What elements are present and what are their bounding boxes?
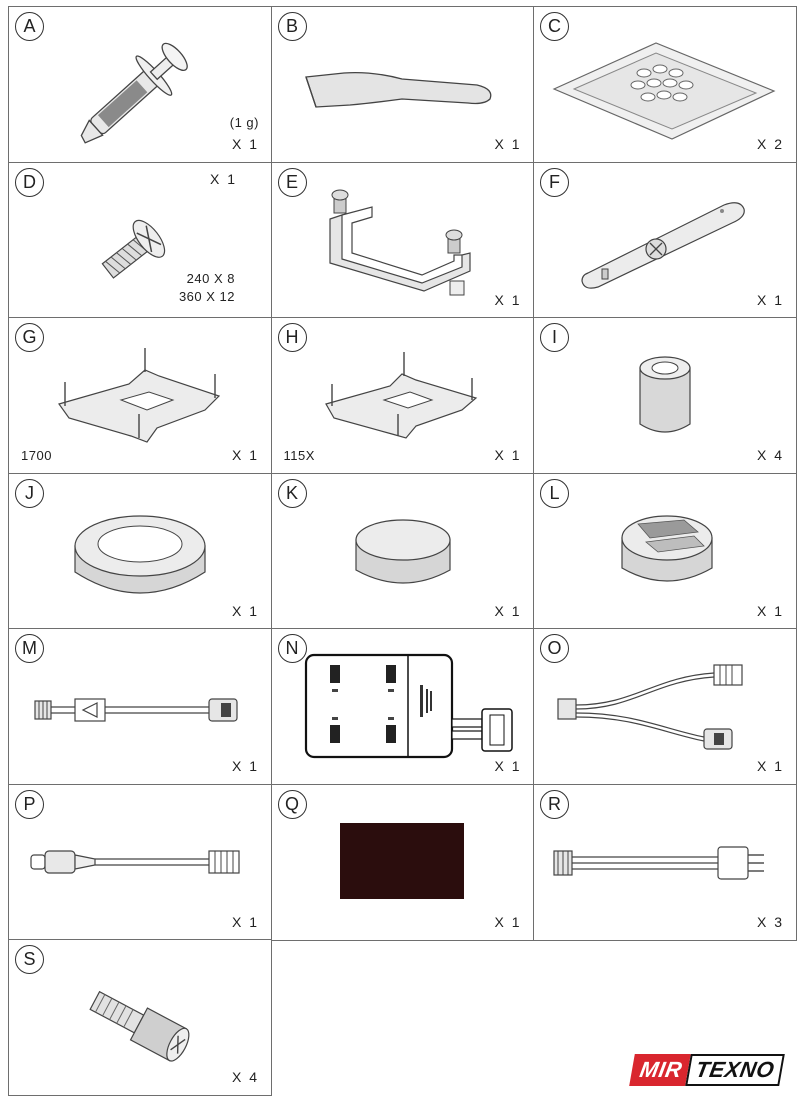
quantity: X 1 xyxy=(494,602,522,619)
part-cell-d: D X 1 240 X 8 360 X 12 xyxy=(8,161,272,319)
part-cell-c: C X 2 xyxy=(533,6,797,163)
quantity: X 4 xyxy=(756,447,784,463)
thumb-screw-icon xyxy=(89,990,190,1062)
quantity: X 1 xyxy=(756,602,784,619)
bracket-icon xyxy=(328,189,471,295)
parts-row: D X 1 240 X 8 360 X 12 E xyxy=(8,161,798,319)
part-letter: B xyxy=(277,12,307,41)
part-cell-n: N X 1 xyxy=(270,628,535,785)
screw-count-360: 360 X 12 xyxy=(178,288,235,304)
quantity: X 1 xyxy=(231,913,259,930)
part-letter: E xyxy=(277,167,307,197)
foam-pad-icon xyxy=(339,822,464,899)
part-letter: I xyxy=(540,323,569,352)
part-cell-f: F X 1 xyxy=(533,161,797,319)
quantity: X 1 xyxy=(494,136,522,152)
part-cell-r: R X 3 xyxy=(533,783,797,941)
parts-row: M X 1 N xyxy=(8,628,798,785)
quantity: X 4 xyxy=(231,1069,259,1085)
part-letter: M xyxy=(15,634,44,663)
parts-row: G 1700 X 1 H 115X xyxy=(8,317,798,474)
spatula-icon xyxy=(304,71,491,108)
socket-label: 115X xyxy=(283,448,315,463)
quantity: X 1 xyxy=(756,758,784,774)
quantity: X 3 xyxy=(756,913,784,930)
quantity: X 1 xyxy=(209,170,237,187)
part-cell-i: I X 4 xyxy=(533,317,797,474)
quantity: X 1 xyxy=(231,758,259,774)
parts-grid: A (1 g) X 1 B X 1 xyxy=(8,6,798,1096)
part-cell-h: H 115X X 1 xyxy=(270,317,535,474)
extension-cable-icon xyxy=(553,845,764,880)
part-cell-o: O X 1 xyxy=(533,628,797,785)
part-letter: J xyxy=(15,478,44,508)
part-letter: F xyxy=(540,167,569,197)
screw-count-240: 240 X 8 xyxy=(186,270,235,286)
quantity: X 1 xyxy=(494,291,522,308)
part-letter: H xyxy=(277,323,307,352)
parts-row: S X 4 xyxy=(8,939,798,1096)
parts-row: A (1 g) X 1 B X 1 xyxy=(8,6,798,163)
adhesive-pad-sheet-icon xyxy=(552,42,776,140)
part-letter: L xyxy=(540,478,569,508)
part-cell-s: S X 4 xyxy=(8,939,272,1096)
backplate-icon xyxy=(58,348,221,443)
logo-texno: TEXNO xyxy=(684,1054,785,1086)
part-cell-l: L X 1 xyxy=(533,472,797,630)
hub-controller-icon xyxy=(304,653,513,759)
socket-label: 1700 xyxy=(21,448,52,463)
quantity: X 1 xyxy=(494,913,522,930)
part-cell-b: B X 1 xyxy=(270,6,535,163)
cable-icon xyxy=(34,698,238,722)
part-letter: D xyxy=(15,167,44,197)
quantity: X 1 xyxy=(231,447,259,463)
part-letter: R xyxy=(540,789,569,819)
spacer-icon xyxy=(639,356,691,433)
part-cell-k: K X 1 xyxy=(270,472,535,630)
part-letter: S xyxy=(15,945,44,974)
thermal-paste-syringe-icon xyxy=(80,42,188,144)
parts-row: P X 1 Q X 1 R xyxy=(8,783,798,941)
quantity: X 1 xyxy=(494,447,522,463)
quantity: X 1 xyxy=(494,758,522,774)
logo-mir: MIR xyxy=(629,1054,691,1086)
part-cell-g: G 1700 X 1 xyxy=(8,317,272,474)
part-letter: P xyxy=(15,789,44,819)
quantity: X 1 xyxy=(231,136,259,152)
mounting-bar-icon xyxy=(581,201,745,289)
parts-row: J X 1 K X 1 L X 1 xyxy=(8,472,798,630)
mirtexno-logo: MIR TEXNO xyxy=(629,1054,785,1086)
quantity: X 2 xyxy=(756,136,784,152)
part-letter: G xyxy=(15,323,44,352)
splitter-cable-icon xyxy=(557,664,743,750)
ring-icon xyxy=(74,514,206,593)
screw-icon xyxy=(101,219,166,279)
part-letter: K xyxy=(277,478,307,508)
backplate-icon xyxy=(324,352,477,439)
adhesive-cap-icon xyxy=(621,514,713,582)
quantity: X 1 xyxy=(231,602,259,619)
part-letter: A xyxy=(15,12,44,41)
part-cell-e: E X 1 xyxy=(270,161,535,319)
weight-note: (1 g) xyxy=(229,115,259,130)
usb-cable-icon xyxy=(30,849,240,874)
part-letter: N xyxy=(277,634,307,663)
part-cell-p: P X 1 xyxy=(8,783,272,941)
part-cell-q: Q X 1 xyxy=(270,783,535,941)
part-letter: O xyxy=(540,634,569,663)
part-letter: C xyxy=(540,12,569,41)
part-letter: Q xyxy=(277,789,307,819)
cap-icon xyxy=(354,518,451,583)
part-cell-a: A (1 g) X 1 xyxy=(8,6,272,163)
part-cell-m: M X 1 xyxy=(8,628,272,785)
quantity: X 1 xyxy=(756,291,784,308)
part-cell-j: J X 1 xyxy=(8,472,272,630)
